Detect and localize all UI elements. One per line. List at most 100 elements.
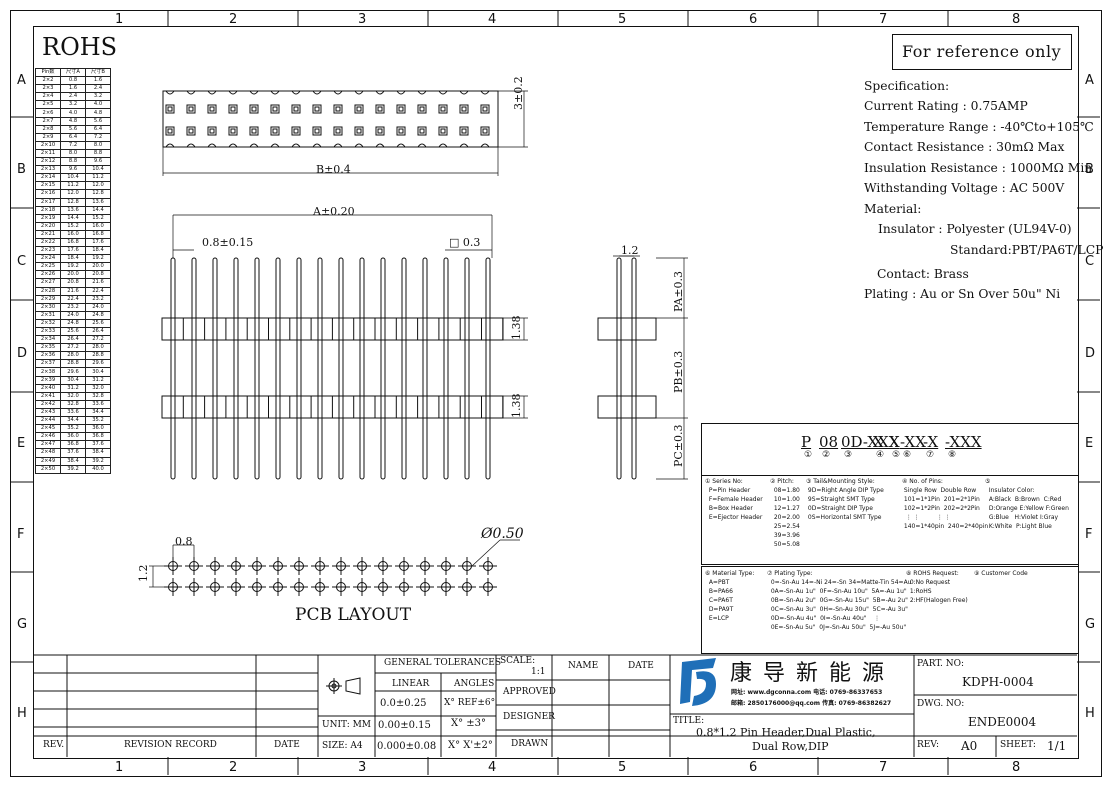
- pin-square-inner: [188, 128, 194, 134]
- part-code-segment: -XXX: [945, 433, 982, 451]
- tol-angles: ANGLES: [454, 679, 495, 689]
- pin-square-inner: [398, 106, 404, 112]
- grid-row-label: B: [17, 162, 26, 177]
- grid-col-label: 2: [229, 12, 238, 27]
- part-code-segment: P: [801, 433, 812, 451]
- pin-square: [270, 104, 280, 114]
- pin-square-inner: [398, 128, 404, 134]
- pin: [359, 257, 365, 480]
- dwg-no-value: ENDE0004: [968, 715, 1037, 729]
- pin-square-inner: [272, 128, 278, 134]
- top-notch: [228, 90, 238, 95]
- grid-row-label: B: [1085, 162, 1094, 177]
- grid-col-label: 5: [618, 760, 627, 775]
- outer-frame: [10, 10, 1102, 777]
- pin-square-inner: [356, 106, 362, 112]
- grid-col-label: 6: [749, 760, 758, 775]
- grid-row-label: D: [1085, 346, 1096, 361]
- bottom-notch: [459, 143, 469, 148]
- pin-square: [417, 126, 427, 136]
- top-notch: [291, 90, 301, 95]
- tol-ang1: X° REF±6°: [444, 698, 496, 708]
- pin-square: [228, 126, 238, 136]
- spec-insulator: Insulator : Polyester (UL94V-0): [878, 222, 1072, 236]
- pin: [212, 257, 218, 480]
- title-label: TITLE:: [673, 716, 705, 726]
- grid-row-label: G: [1085, 617, 1096, 632]
- pin-square-inner: [419, 128, 425, 134]
- pin-square: [375, 126, 385, 136]
- part-code-index: ⑥: [903, 450, 912, 460]
- side-pin: [616, 257, 622, 480]
- grid-row-label: E: [1085, 436, 1094, 451]
- pin-square: [291, 126, 301, 136]
- pin-square-inner: [335, 128, 341, 134]
- pin-square-inner: [314, 128, 320, 134]
- approved-label: APPROVED: [503, 687, 556, 697]
- top-notch: [375, 90, 385, 95]
- pin: [401, 257, 407, 480]
- dim-pitch: 0.8±0.15: [202, 236, 254, 249]
- pin-square: [333, 104, 343, 114]
- grid-col-label: 2: [229, 760, 238, 775]
- dim-pcb-pitch: 0.8: [175, 535, 193, 548]
- pin-square-inner: [209, 128, 215, 134]
- bottom-notch: [312, 143, 322, 148]
- grid-row-label: G: [17, 617, 28, 632]
- pin-square: [207, 126, 217, 136]
- top-notch: [438, 90, 448, 95]
- pin-square-inner: [293, 106, 299, 112]
- revision-record-header: REVISION RECORD: [124, 740, 217, 750]
- pin-square: [291, 104, 301, 114]
- pin-square-inner: [419, 106, 425, 112]
- pin-square: [354, 126, 364, 136]
- pin-square-inner: [482, 128, 488, 134]
- unit-label: UNIT: MM: [322, 720, 372, 730]
- grid-col-label: 3: [358, 760, 367, 775]
- pcb-layout-title: PCB LAYOUT: [295, 605, 412, 625]
- grid-col-label: 4: [488, 12, 497, 27]
- pin-square: [417, 104, 427, 114]
- bottom-notch: [249, 143, 259, 148]
- dim-b: B±0.4: [316, 163, 351, 176]
- pin-square-inner: [461, 106, 467, 112]
- title-line-1: 0.8*1.2 Pin Header,Dual Plastic,: [696, 726, 876, 739]
- opt-material: ⑥ Material Type: A=PBT B=PA66 C=PA6T D=P…: [705, 570, 755, 622]
- pin-square: [396, 104, 406, 114]
- options-box-2: [701, 566, 1079, 654]
- dim-width: 1.2: [621, 244, 639, 257]
- pin-square-inner: [272, 106, 278, 112]
- spec-standard: Standard:PBT/PA6T/LCP: [950, 243, 1104, 257]
- grid-row-label: C: [1085, 254, 1095, 269]
- top-notch: [417, 90, 427, 95]
- pin-square: [438, 104, 448, 114]
- part-code-index: ③: [844, 450, 853, 460]
- pin-square: [459, 104, 469, 114]
- grid-col-label: 1: [115, 760, 124, 775]
- bottom-notch: [375, 143, 385, 148]
- drawn-label: DRAWN: [511, 739, 549, 749]
- top-notch: [459, 90, 469, 95]
- pin-square-inner: [335, 106, 341, 112]
- reference-box: For reference only: [892, 34, 1072, 70]
- grid-row-label: E: [17, 436, 26, 451]
- tol-ang2: X° ±3°: [451, 718, 487, 729]
- part-code-segment: -X: [923, 433, 939, 451]
- opt-rohs: ⑧ ROHS Request: 0:No Request 1:RoHS 2:HF…: [906, 570, 968, 604]
- part-code-segment: 0D-XXX: [841, 433, 900, 451]
- top-notch: [312, 90, 322, 95]
- scale-label: SCALE:: [500, 656, 536, 666]
- bottom-notch: [480, 143, 490, 148]
- top-notch: [270, 90, 280, 95]
- part-code-segment: X: [889, 433, 900, 451]
- side-housing-upper: [597, 317, 657, 341]
- bottom-notch: [333, 143, 343, 148]
- size-label: SIZE: A4: [322, 741, 363, 751]
- dimension-lines: [149, 90, 688, 588]
- top-notch: [354, 90, 364, 95]
- bottom-notch: [438, 143, 448, 148]
